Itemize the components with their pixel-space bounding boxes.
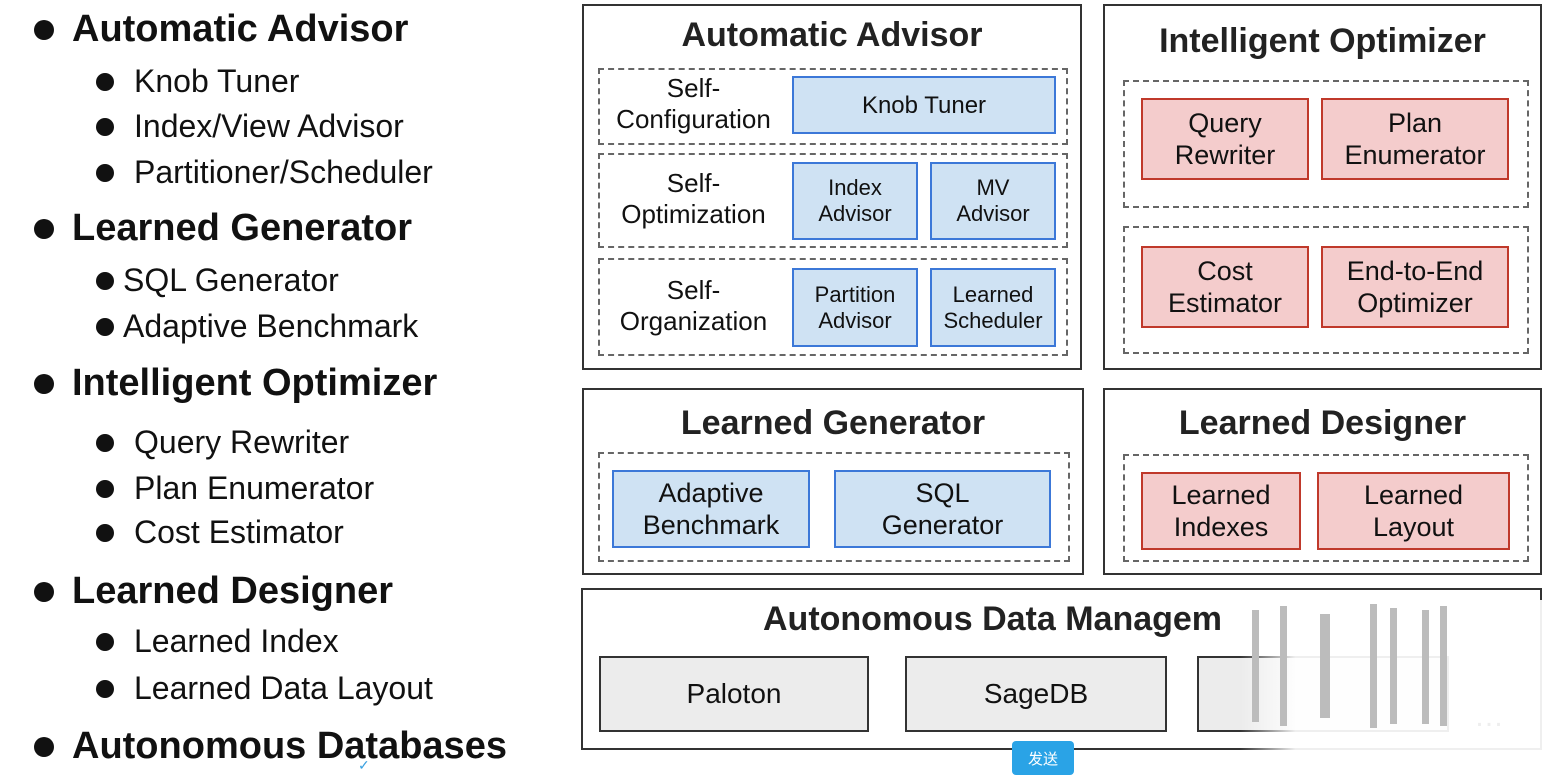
self-optimization-group xyxy=(598,153,1068,248)
outline-item-label: Plan Enumerator xyxy=(134,470,375,506)
outline-section-automatic-advisor: Automatic Advisor xyxy=(34,8,408,51)
bullet-outline: Automatic Advisor Knob Tuner Index/View … xyxy=(0,0,560,779)
learned-designer-panel: Learned Designer Learned Indexes Learned… xyxy=(1103,388,1542,575)
learned-scheduler-box: Learned Scheduler xyxy=(930,268,1056,347)
bullet-dot-icon xyxy=(34,19,54,40)
self-configuration-group xyxy=(598,68,1068,145)
bullet-dot-icon xyxy=(96,117,114,136)
bullet-dot-icon xyxy=(96,317,114,336)
generator-group xyxy=(598,452,1070,562)
video-overlay xyxy=(1240,600,1547,760)
index-advisor-box: Index Advisor xyxy=(792,162,918,240)
outline-item-label: Partitioner/Scheduler xyxy=(134,154,433,190)
sql-generator-box: SQL Generator xyxy=(834,470,1051,548)
outline-item: Partitioner/Scheduler xyxy=(96,154,433,191)
outline-section-learned-generator: Learned Generator xyxy=(34,207,412,250)
row-label: Self- Configuration xyxy=(616,73,771,134)
learned-generator-panel: Learned Generator Adaptive Benchmark SQL… xyxy=(582,388,1084,575)
outline-item-label: Cost Estimator xyxy=(134,514,344,550)
knob-tuner-box: Knob Tuner xyxy=(792,76,1056,134)
panel-title: Autonomous Data Managem xyxy=(763,600,1223,638)
panel-title: Learned Designer xyxy=(1178,404,1467,442)
send-button[interactable]: 发送 xyxy=(1012,741,1074,775)
outline-item: Query Rewriter xyxy=(96,424,349,461)
outline-section-intelligent-optimizer: Intelligent Optimizer xyxy=(34,362,437,405)
bullet-dot-icon xyxy=(96,523,114,542)
outline-item: Adaptive Benchmark xyxy=(96,308,418,345)
self-organization-group xyxy=(598,258,1068,356)
automatic-advisor-panel: Automatic Advisor Self- Configuration Kn… xyxy=(582,4,1082,370)
outline-item-label: Knob Tuner xyxy=(134,63,300,99)
mv-advisor-box: MV Advisor xyxy=(930,162,1056,240)
bullet-dot-icon xyxy=(34,736,54,757)
outline-item: Learned Data Layout xyxy=(96,670,433,707)
panel-title: Automatic Advisor xyxy=(681,16,983,54)
rewriter-enumerator-group xyxy=(1123,80,1529,208)
learned-layout-box: Learned Layout xyxy=(1317,472,1510,550)
panel-title: Learned Generator xyxy=(680,404,986,442)
partition-advisor-box: Partition Advisor xyxy=(792,268,918,347)
check-icon: ✓ xyxy=(358,757,370,773)
bullet-dot-icon xyxy=(96,632,114,651)
estimator-optimizer-group xyxy=(1123,226,1529,354)
intelligent-optimizer-panel: Intelligent Optimizer Query Rewriter Pla… xyxy=(1103,4,1542,370)
bullet-dot-icon xyxy=(96,72,114,91)
outline-section-label: Learned Generator xyxy=(72,207,412,249)
query-rewriter-box: Query Rewriter xyxy=(1141,98,1309,180)
plan-enumerator-box: Plan Enumerator xyxy=(1321,98,1509,180)
designer-group xyxy=(1123,454,1529,562)
outline-item-label: Adaptive Benchmark xyxy=(123,308,419,344)
sagedb-box: SageDB xyxy=(905,656,1167,732)
bullet-dot-icon xyxy=(96,163,114,182)
outline-section-label: Learned Designer xyxy=(72,570,393,612)
outline-section-label: Intelligent Optimizer xyxy=(72,362,438,404)
bullet-dot-icon xyxy=(34,581,54,602)
learned-indexes-box: Learned Indexes xyxy=(1141,472,1301,550)
bullet-dot-icon xyxy=(34,373,54,394)
outline-section-label: Autonomous Databases xyxy=(72,725,507,767)
outline-item-label: Query Rewriter xyxy=(134,424,350,460)
row-label: Self- Optimization xyxy=(621,168,766,229)
bullet-dot-icon xyxy=(96,271,114,290)
outline-item: Index/View Advisor xyxy=(96,108,404,145)
cost-estimator-box: Cost Estimator xyxy=(1141,246,1309,328)
adaptive-benchmark-box: Adaptive Benchmark xyxy=(612,470,810,548)
end-to-end-optimizer-box: End-to-End Optimizer xyxy=(1321,246,1509,328)
outline-section-autonomous-databases: Autonomous Databases xyxy=(34,725,507,768)
bullet-dot-icon xyxy=(96,679,114,698)
bullet-dot-icon xyxy=(34,218,54,239)
outline-item: Cost Estimator xyxy=(96,514,344,551)
panel-title: Intelligent Optimizer xyxy=(1159,22,1486,60)
paloton-box: Paloton xyxy=(599,656,869,732)
bullet-dot-icon xyxy=(96,433,114,452)
outline-item-label: SQL Generator xyxy=(123,262,339,298)
outline-item: Learned Index xyxy=(96,623,339,660)
outline-item-label: Learned Data Layout xyxy=(134,670,433,706)
row-label: Self- Organization xyxy=(619,275,768,336)
bullet-dot-icon xyxy=(96,479,114,498)
outline-section-learned-designer: Learned Designer xyxy=(34,570,393,613)
outline-item-label: Learned Index xyxy=(134,623,339,659)
outline-section-label: Automatic Advisor xyxy=(72,8,409,50)
outline-item: Plan Enumerator xyxy=(96,470,374,507)
outline-item: SQL Generator xyxy=(96,262,339,299)
outline-item-label: Index/View Advisor xyxy=(134,108,404,144)
outline-item: Knob Tuner xyxy=(96,63,299,100)
